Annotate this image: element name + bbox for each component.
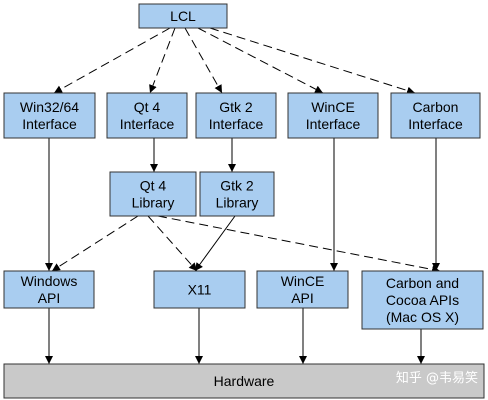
- edges: [45, 27, 441, 364]
- node-qt4-library-label: Qt 4: [140, 178, 167, 194]
- node-wince-interface-box: [287, 92, 379, 139]
- node-wince-interface-label: Interface: [306, 116, 361, 132]
- edge-lcl-to-carbon-interface: [209, 27, 416, 95]
- node-windows-api-label: Windows: [21, 273, 78, 289]
- edge-qt4-library-to-x11: [147, 215, 198, 272]
- node-lcl-label: LCL: [170, 8, 196, 24]
- edge-qt4-library-to-windows-api: [51, 215, 139, 272]
- node-qt4-interface-label: Qt 4: [134, 99, 161, 115]
- edge-qt4-library-to-carbon-cocoa-api: [157, 215, 441, 274]
- node-qt4-interface-label: Interface: [120, 116, 175, 132]
- node-wince-api-box: [256, 270, 349, 309]
- node-win32-interface-label: Win32/64: [20, 99, 79, 115]
- watermark: 知乎 @韦易笑: [396, 370, 478, 386]
- node-wince-api-label: API: [291, 290, 314, 306]
- node-carbon-interface-box: [390, 92, 481, 139]
- node-lcl-box: [138, 3, 228, 29]
- node-gtk2-interface-box: [195, 92, 277, 139]
- node-qt4-library-label: Library: [132, 195, 175, 211]
- node-lcl: LCL: [138, 3, 228, 29]
- node-carbon-interface-label: Carbon: [413, 99, 459, 115]
- node-x11-box: [153, 270, 246, 309]
- node-carbon-cocoa-api-box: [361, 270, 484, 330]
- node-hardware-box: [3, 363, 485, 399]
- node-gtk2-interface-label: Interface: [209, 116, 264, 132]
- edge-lcl-to-win32-interface: [53, 27, 171, 94]
- node-x11-label: X11: [188, 282, 212, 298]
- node-carbon-interface-label: Interface: [408, 116, 463, 132]
- edge-lcl-to-wince-interface: [197, 27, 324, 94]
- node-carbon-cocoa-api-label: (Mac OS X): [386, 309, 459, 325]
- node-hardware-label: Hardware: [214, 373, 275, 389]
- node-gtk2-library-box: [199, 171, 275, 217]
- node-gtk2-interface-label: Gtk 2: [219, 99, 253, 115]
- node-hardware: Hardware: [3, 363, 485, 399]
- node-windows-api-box: [3, 270, 95, 309]
- node-carbon-cocoa-api-label: Cocoa APIs: [386, 292, 459, 308]
- node-qt4-library-box: [109, 171, 197, 217]
- node-windows-api-label: API: [38, 290, 61, 306]
- node-qt4-interface-box: [106, 92, 188, 139]
- edge-gtk2-library-to-x11: [194, 215, 236, 272]
- node-wince-interface-label: WinCE: [311, 99, 355, 115]
- node-win32-interface-box: [3, 92, 96, 139]
- node-wince-api-label: WinCE: [281, 273, 325, 289]
- node-win32-interface-label: Interface: [22, 116, 77, 132]
- edge-lcl-to-gtk2-interface: [184, 27, 223, 94]
- node-carbon-cocoa-api-label: Carbon and: [386, 275, 459, 291]
- node-x11: X11: [153, 270, 246, 309]
- edge-lcl-to-qt4-interface: [149, 27, 176, 94]
- node-gtk2-library-label: Library: [216, 195, 259, 211]
- node-gtk2-library-label: Gtk 2: [220, 178, 254, 194]
